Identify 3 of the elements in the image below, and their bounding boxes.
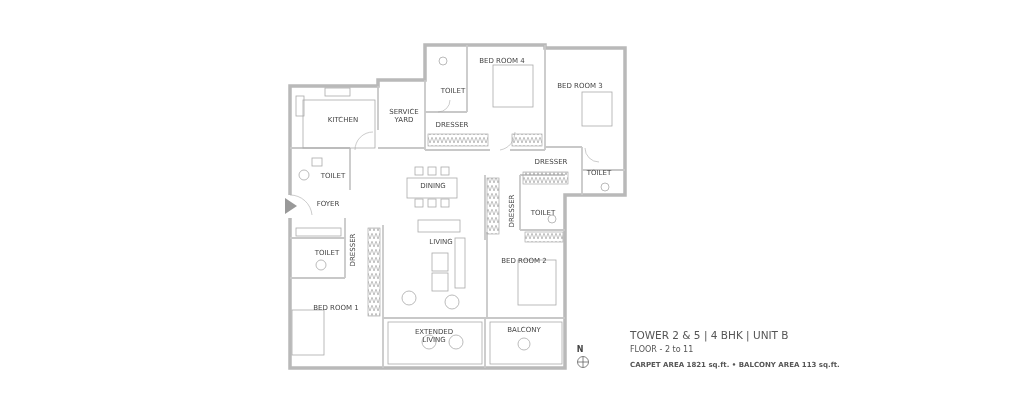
- north-label: N: [576, 345, 584, 355]
- floor-range-text: FLOOR - 2 to 11: [630, 345, 694, 354]
- plan-title: TOWER 2 & 5 | 4 BHK | UNIT B: [630, 329, 789, 341]
